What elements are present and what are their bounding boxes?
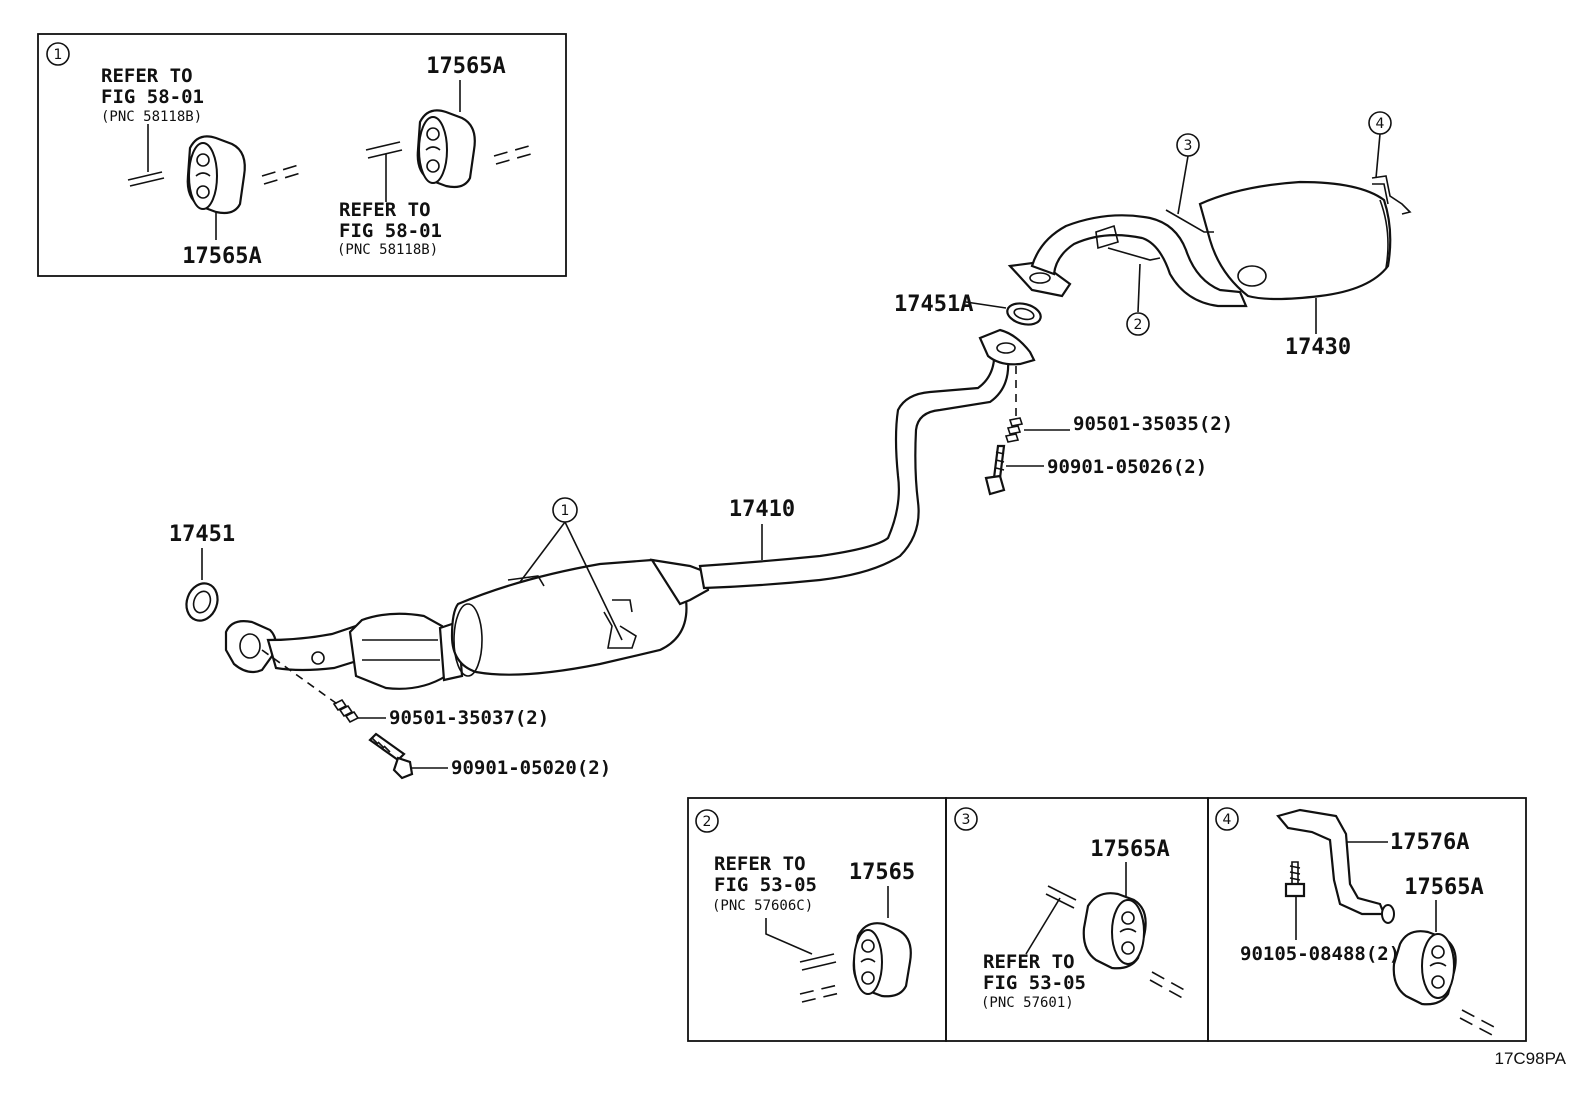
inset-1-refer-left-line1: REFER TO: [101, 65, 193, 87]
inset-3-refer-line1: REFER TO: [983, 951, 1075, 973]
inset-2-refer-line3: (PNC 57606C): [712, 898, 813, 914]
inset-2-refer-line2: FIG 53-05: [714, 874, 817, 896]
inset-3: 3 17565A REFER TO FIG 53-05 (PNC 57601): [945, 797, 1209, 1042]
inset-1-refer-right-line3: (PNC 58118B): [337, 242, 438, 258]
gasket-17451A: 17451A: [894, 292, 1042, 326]
muffler-17430: 3 4 2 17430: [1007, 111, 1412, 360]
gasket-upper-label: 90501-35035(2): [1073, 413, 1233, 435]
inset-2-number: 2: [703, 814, 712, 830]
inset-1-refer-left-line2: FIG 58-01: [101, 86, 204, 108]
inset-1-part-top: 17565A: [426, 54, 505, 79]
gasket-lower-label: 90501-35037(2): [389, 707, 549, 729]
inset-4-bracket: 17576A: [1390, 830, 1469, 855]
inset-4-number: 4: [1223, 812, 1232, 828]
front-pipe-17410: 1 17410: [224, 328, 1036, 690]
inset-1-part-bottom: 17565A: [182, 244, 261, 269]
fasteners-lower: 90501-35037(2) 90901-05020(2): [261, 649, 611, 780]
gasket-17451: 17451: [169, 522, 235, 622]
hanger-icon: [186, 135, 246, 215]
inset-3-refer-line3: (PNC 57601): [981, 995, 1074, 1011]
inset-1: 1 REFER TO FIG 58-01 (PNC 58118B) 17565A…: [37, 33, 567, 277]
inset-1-refer-right-line2: FIG 58-01: [339, 220, 442, 242]
bolt-upper-label: 90901-05026(2): [1047, 456, 1207, 478]
inset-3-part: 17565A: [1090, 837, 1169, 862]
inset-4-bolt: 90105-08488(2): [1240, 943, 1400, 965]
hanger-icon: [1392, 930, 1457, 1006]
inset-1-refer-left-line3: (PNC 58118B): [101, 109, 202, 125]
part-17410-label: 17410: [729, 497, 795, 522]
inset-1-number: 1: [54, 47, 63, 63]
hanger-icon: [416, 109, 476, 189]
callout-2: 2: [1134, 317, 1143, 333]
part-17451A-label: 17451A: [894, 292, 973, 317]
inset-4: 4 17576A 90105-08488(2) 17565A: [1207, 797, 1527, 1042]
part-17451-label: 17451: [169, 522, 235, 547]
inset-2: 2 REFER TO FIG 53-05 (PNC 57606C) 17565: [687, 797, 947, 1042]
inset-3-number: 3: [962, 812, 971, 828]
diagram-id: 17C98PA: [1494, 1049, 1566, 1068]
bolt-lower-label: 90901-05020(2): [451, 757, 611, 779]
inset-4-part: 17565A: [1404, 875, 1483, 900]
callout-4: 4: [1376, 116, 1385, 132]
inset-2-refer-line1: REFER TO: [714, 853, 806, 875]
callout-1: 1: [561, 503, 570, 519]
inset-2-part: 17565: [849, 860, 915, 885]
callout-3: 3: [1184, 138, 1193, 154]
hanger-icon: [1082, 892, 1147, 970]
hanger-icon: [852, 922, 912, 998]
fasteners-upper: 90501-35035(2) 90901-05026(2): [984, 366, 1233, 496]
part-17430-label: 17430: [1285, 335, 1351, 360]
inset-1-refer-right-line1: REFER TO: [339, 199, 431, 221]
inset-3-refer-line2: FIG 53-05: [983, 972, 1086, 994]
